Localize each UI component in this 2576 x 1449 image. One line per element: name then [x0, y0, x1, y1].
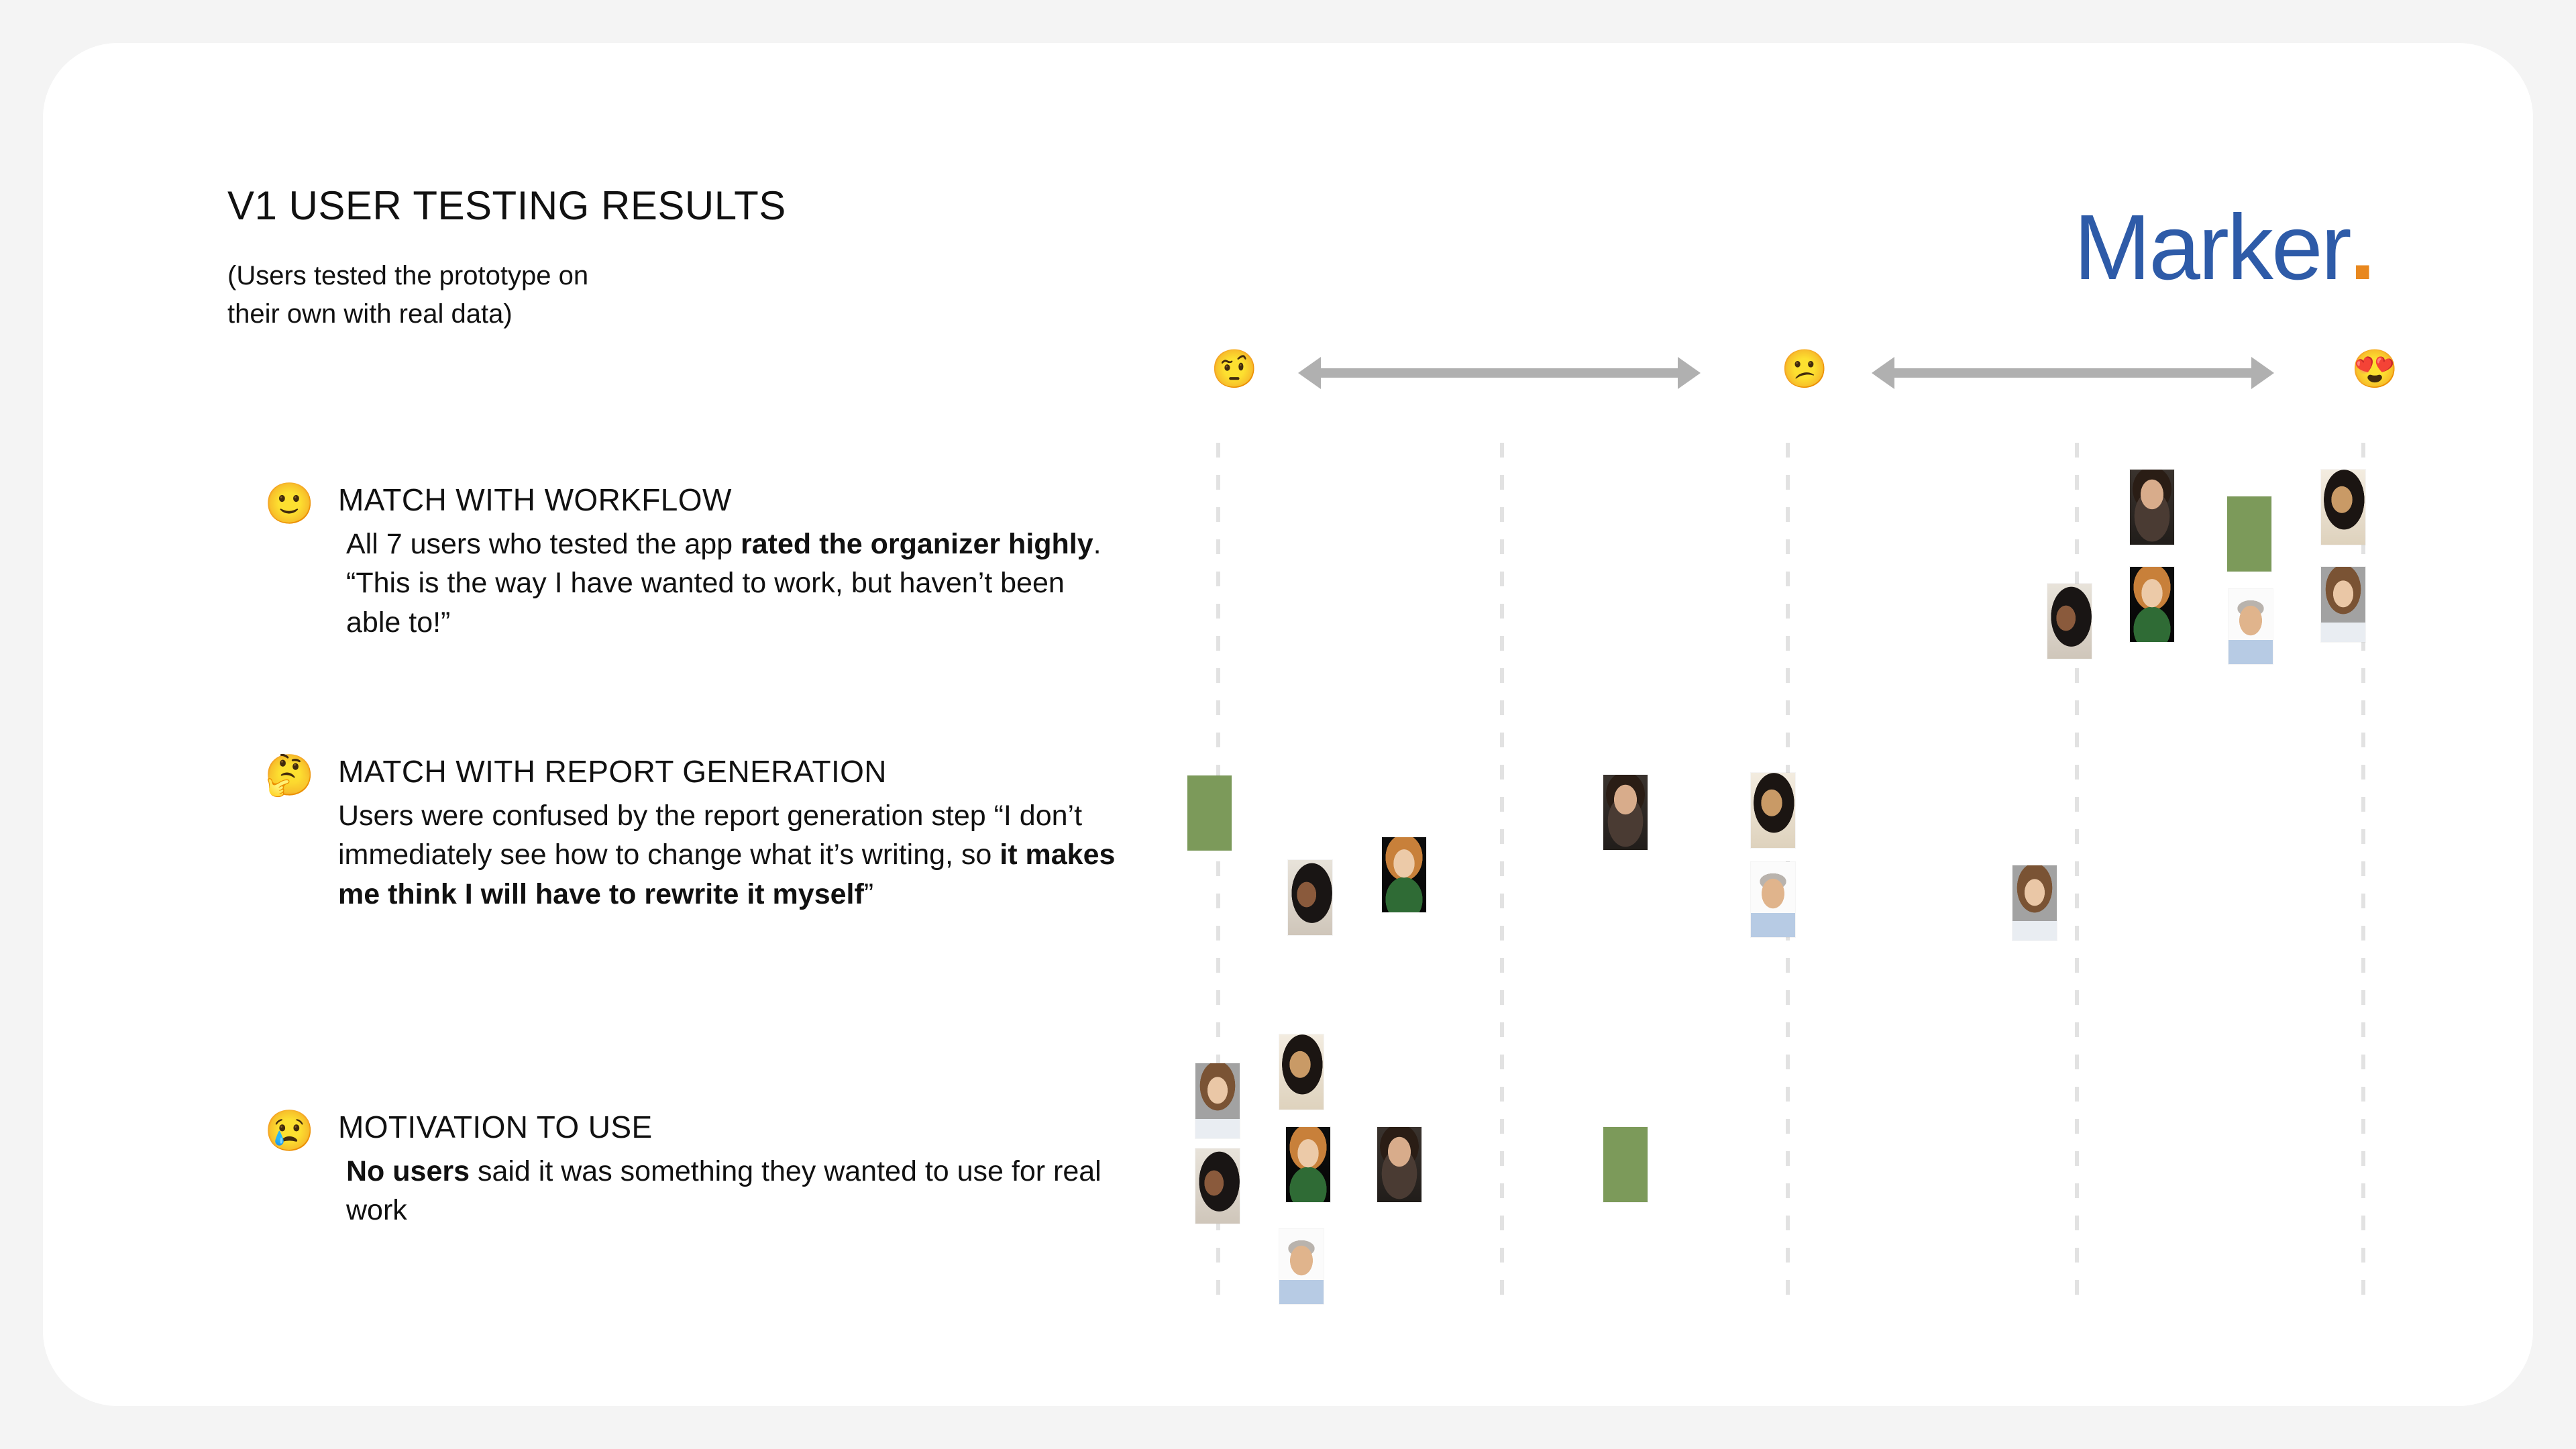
finding-text: All 7 users who tested the app rated the… — [346, 527, 1102, 639]
page-title: V1 USER TESTING RESULTS — [227, 183, 786, 228]
marker-logo: Marker. — [2074, 201, 2375, 294]
slide-subtitle: (Users tested the prototype on their own… — [227, 261, 589, 329]
finding-heading: MOTIVATION TO USE — [338, 1110, 653, 1144]
finding-heading: MATCH WITH REPORT GENERATION — [338, 754, 887, 789]
finding-item-report-generation: 🤔 MATCH WITH REPORT GENERATION Users wer… — [227, 754, 1120, 914]
logo-wordmark: Marker — [2074, 196, 2351, 299]
finding-body: MATCH WITH WORKFLOW All 7 users who test… — [338, 482, 1120, 642]
crying-face-emoji: 😢 — [264, 1108, 315, 1153]
finding-item-motivation: 😢 MOTIVATION TO USE No users said it was… — [227, 1110, 1120, 1230]
thinking-face-emoji: 🤔 — [264, 753, 315, 798]
finding-body: MATCH WITH REPORT GENERATION Users were … — [338, 754, 1120, 914]
slightly-smiling-face-emoji: 🙂 — [264, 481, 315, 526]
finding-item-workflow: 🙂 MATCH WITH WORKFLOW All 7 users who te… — [227, 482, 1120, 642]
finding-body: MOTIVATION TO USE No users said it was s… — [338, 1110, 1120, 1230]
slide-card: V1 USER TESTING RESULTS (Users tested th… — [43, 43, 2533, 1406]
left-column: V1 USER TESTING RESULTS (Users tested th… — [227, 184, 1093, 333]
finding-heading: MATCH WITH WORKFLOW — [338, 482, 732, 517]
logo-dot: . — [2349, 196, 2375, 299]
finding-text: No users said it was something they want… — [346, 1155, 1102, 1227]
finding-text: Users were confused by the report genera… — [338, 799, 1116, 910]
